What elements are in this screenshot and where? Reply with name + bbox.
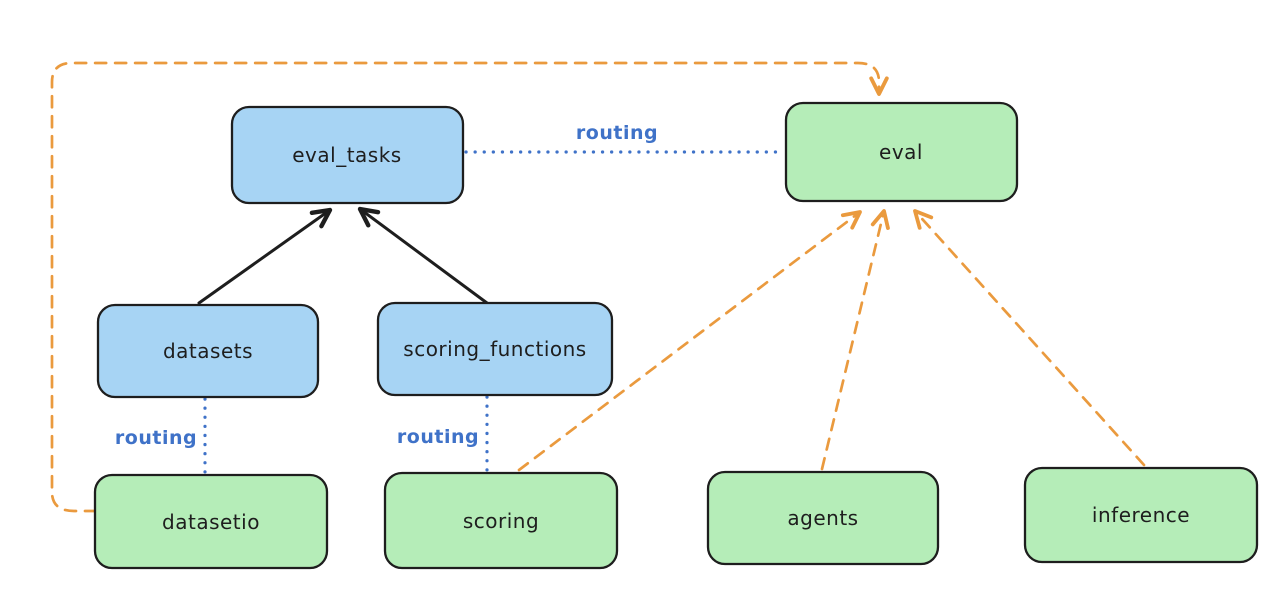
node-eval-label: eval — [879, 140, 923, 164]
edge-agents-to-eval — [820, 209, 890, 471]
node-datasets: datasets — [96, 303, 320, 399]
node-datasetio-box — [93, 473, 329, 570]
node-agents-label: agents — [787, 506, 858, 530]
node-inference: inference — [1023, 466, 1259, 564]
node-scoring-functions: scoring_functions — [376, 301, 614, 397]
node-eval: eval — [784, 101, 1019, 203]
node-inference-label: inference — [1092, 503, 1190, 527]
node-datasets-box — [96, 303, 320, 399]
node-scoring-functions-label: scoring_functions — [403, 337, 586, 361]
node-scoring-label: scoring — [463, 509, 539, 533]
routing-label-datasets-datasetio: routing — [115, 427, 197, 449]
node-eval-tasks-box — [230, 105, 465, 205]
node-eval-box — [784, 101, 1019, 203]
node-agents: agents — [706, 470, 940, 566]
routing-label-eval-tasks-eval: routing — [576, 122, 658, 144]
node-agents-box — [706, 470, 940, 566]
edge-inference-to-eval — [913, 209, 1146, 467]
node-eval-tasks: eval_tasks — [230, 105, 465, 205]
routing-label-scoring-functions-scoring: routing — [397, 426, 479, 448]
node-scoring: scoring — [383, 471, 619, 570]
node-scoring-box — [383, 471, 619, 570]
edge-datasetio-to-eval — [50, 61, 889, 513]
node-datasetio: datasetio — [93, 473, 329, 570]
edge-datasets-to-eval-tasks — [197, 207, 333, 305]
edge-scoring-functions-to-eval-tasks — [357, 206, 489, 305]
node-inference-box — [1023, 466, 1259, 564]
node-datasets-label: datasets — [163, 339, 253, 363]
edge-scoring-to-eval — [517, 210, 862, 472]
node-eval-tasks-label: eval_tasks — [292, 143, 401, 167]
node-scoring-functions-box — [376, 301, 614, 397]
node-datasetio-label: datasetio — [162, 510, 260, 534]
